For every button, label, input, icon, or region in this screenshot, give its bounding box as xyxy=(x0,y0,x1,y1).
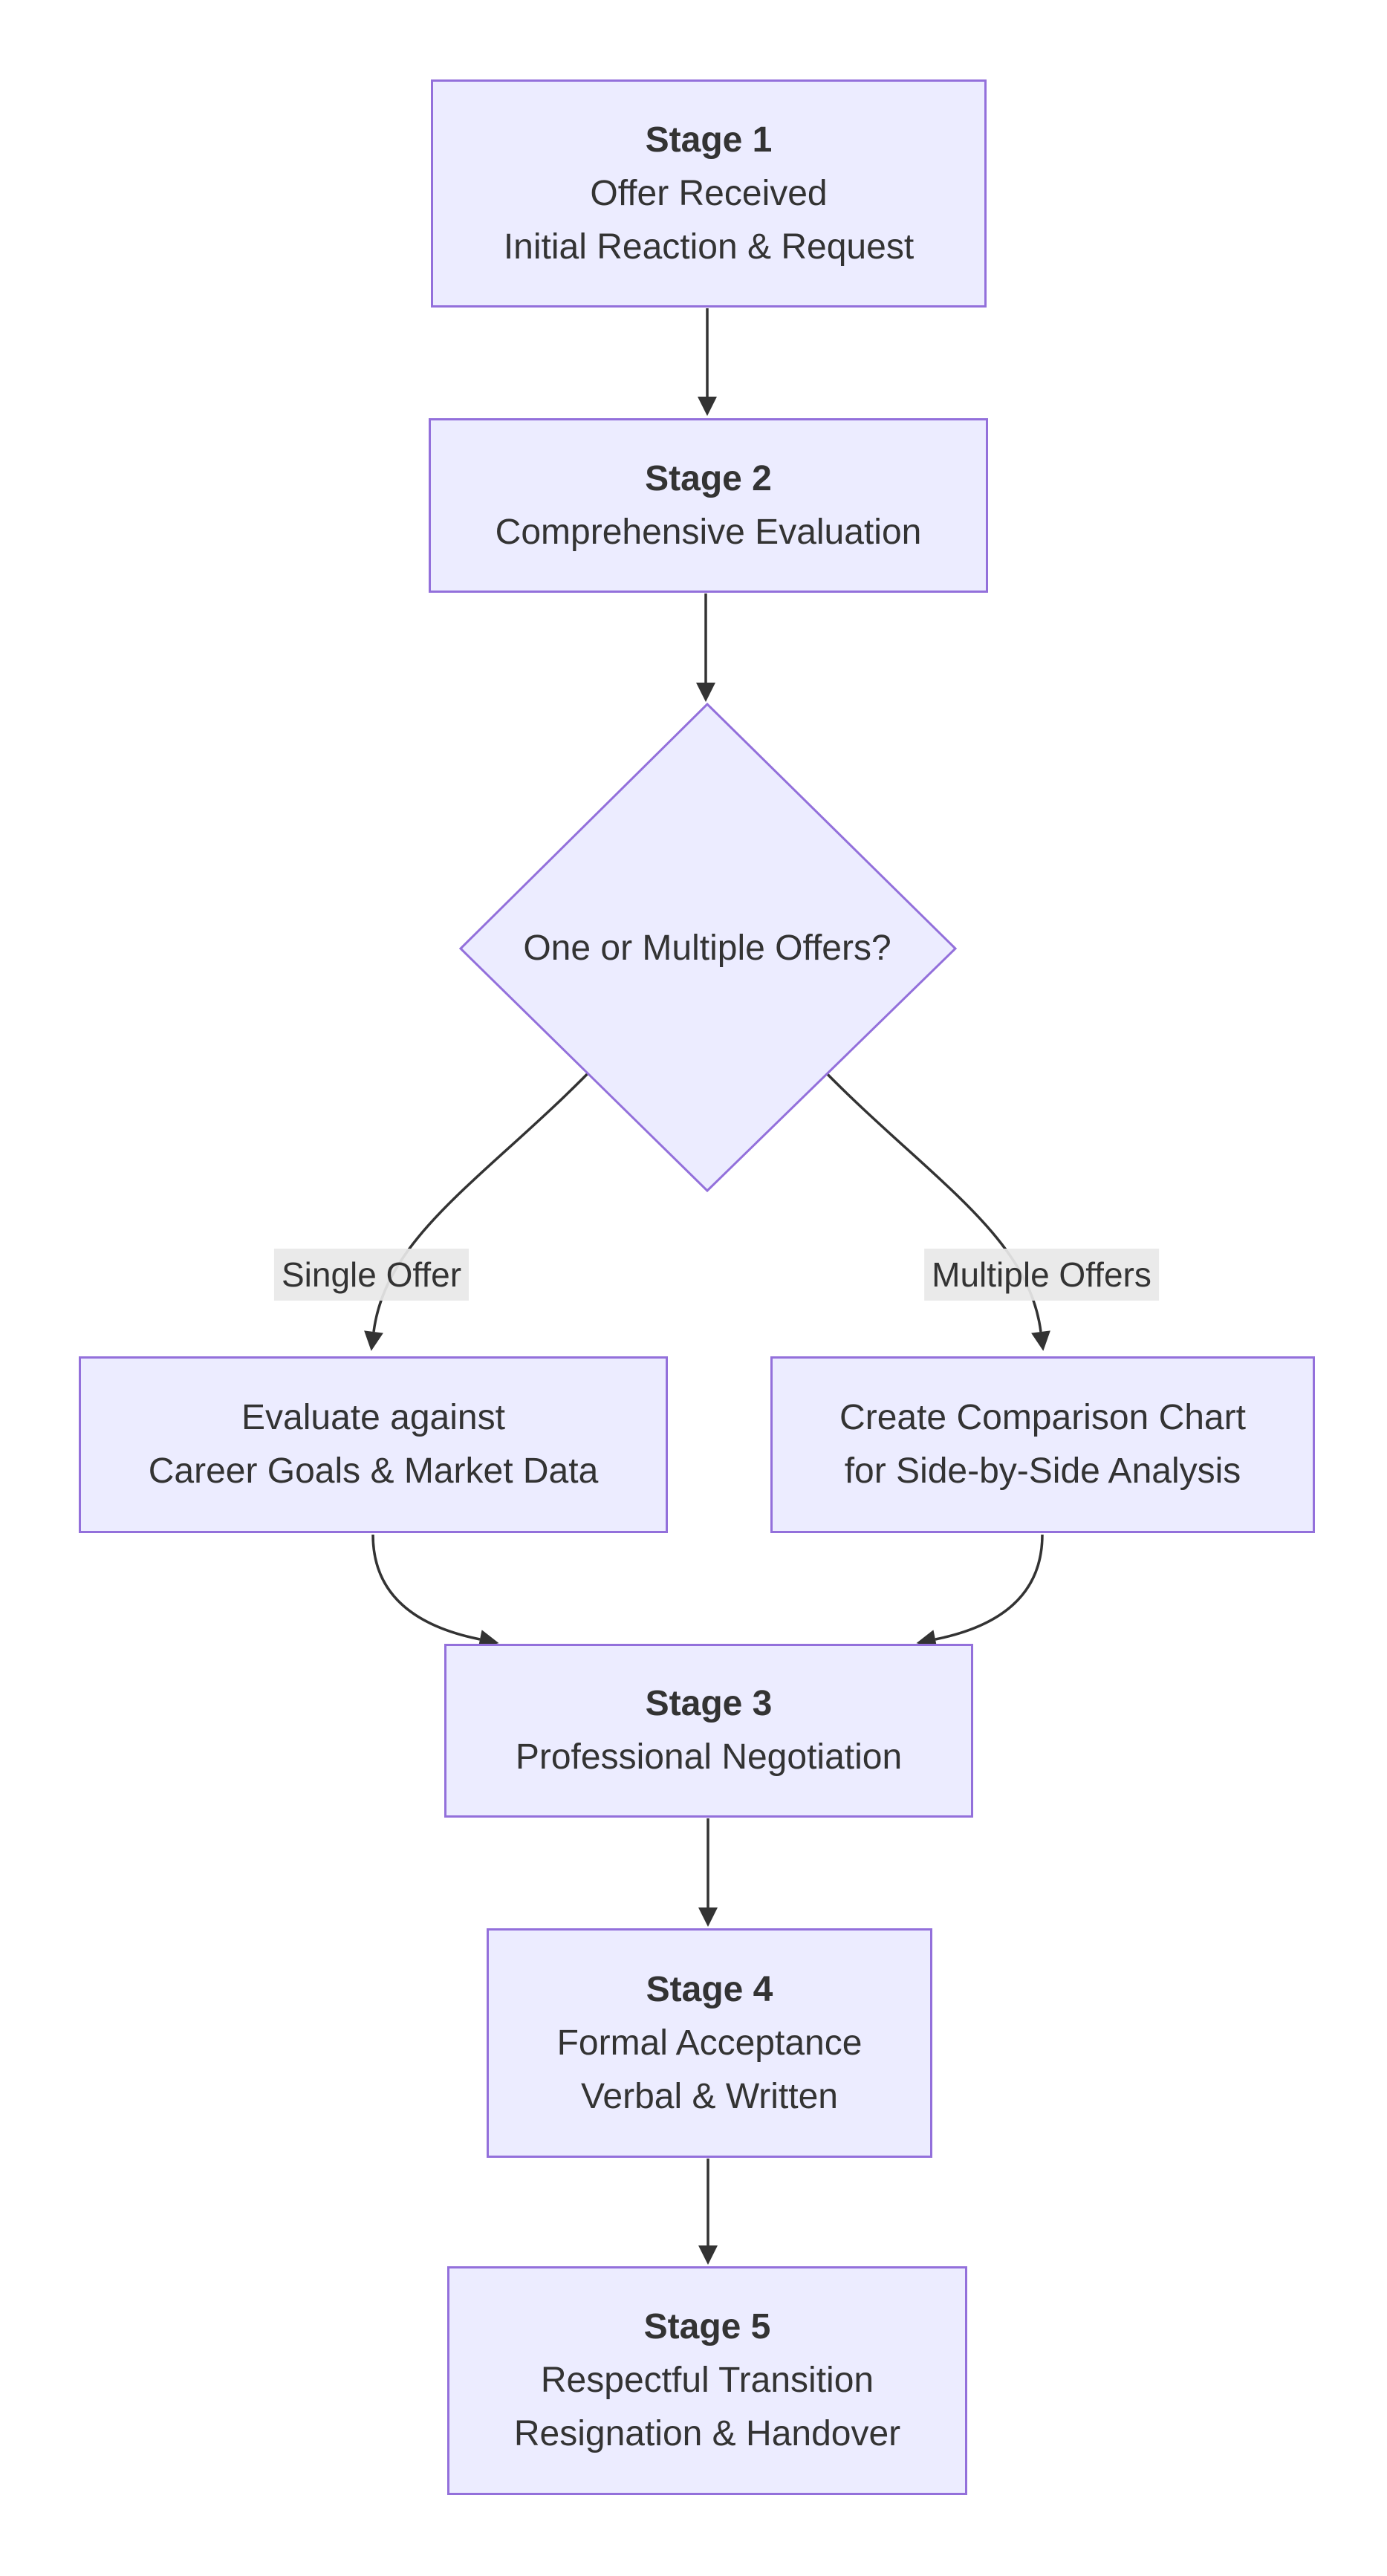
node-stage4-line: Verbal & Written xyxy=(581,2076,838,2116)
node-stage5-title: Stage 5 xyxy=(643,2307,771,2346)
node-stage2-title: Stage 2 xyxy=(645,458,772,498)
node-single-eval-line: Career Goals & Market Data xyxy=(148,1451,599,1491)
node-multi-compare: Create Comparison Chart for Side-by-Side… xyxy=(770,1356,1315,1533)
node-stage3-line: Professional Negotiation xyxy=(515,1737,903,1777)
node-stage5-line: Respectful Transition xyxy=(540,2361,874,2400)
node-stage4-line: Formal Acceptance xyxy=(556,2023,863,2063)
edge-label-single-offer: Single Offer xyxy=(273,1249,470,1301)
node-single-eval: Evaluate against Career Goals & Market D… xyxy=(79,1356,668,1533)
edge-label-multiple-offers-text: Multiple Offers xyxy=(932,1255,1151,1294)
edge-label-multiple-offers: Multiple Offers xyxy=(924,1249,1159,1301)
decision-question: One or Multiple Offers? xyxy=(523,928,891,968)
edge-label-single-offer-text: Single Offer xyxy=(281,1255,462,1294)
node-stage5-line: Resignation & Handover xyxy=(513,2414,901,2453)
node-stage1-title: Stage 1 xyxy=(645,120,773,160)
node-multi-compare-line: for Side-by-Side Analysis xyxy=(844,1451,1241,1491)
node-stage2-line: Comprehensive Evaluation xyxy=(495,512,922,552)
node-multi-compare-line: Create Comparison Chart xyxy=(839,1398,1246,1437)
node-stage4-title: Stage 4 xyxy=(646,1969,773,2009)
edge-multi-compare-to-stage3 xyxy=(916,1534,1044,1649)
node-stage3: Stage 3 Professional Negotiation xyxy=(444,1644,973,1818)
node-single-eval-line: Evaluate against xyxy=(241,1398,505,1437)
node-stage1-line: Offer Received xyxy=(590,173,828,213)
node-stage2: Stage 2 Comprehensive Evaluation xyxy=(429,418,988,593)
node-stage1-line: Initial Reaction & Request xyxy=(503,227,915,267)
edge-single-eval-to-stage3 xyxy=(371,1534,499,1649)
node-stage1: Stage 1 Offer Received Initial Reaction … xyxy=(431,79,987,308)
node-stage3-title: Stage 3 xyxy=(645,1684,773,1723)
node-stage5: Stage 5 Respectful Transition Resignatio… xyxy=(447,2266,967,2495)
decision-diamond-shape xyxy=(458,702,958,1193)
node-stage4: Stage 4 Formal Acceptance Verbal & Writt… xyxy=(487,1928,932,2158)
